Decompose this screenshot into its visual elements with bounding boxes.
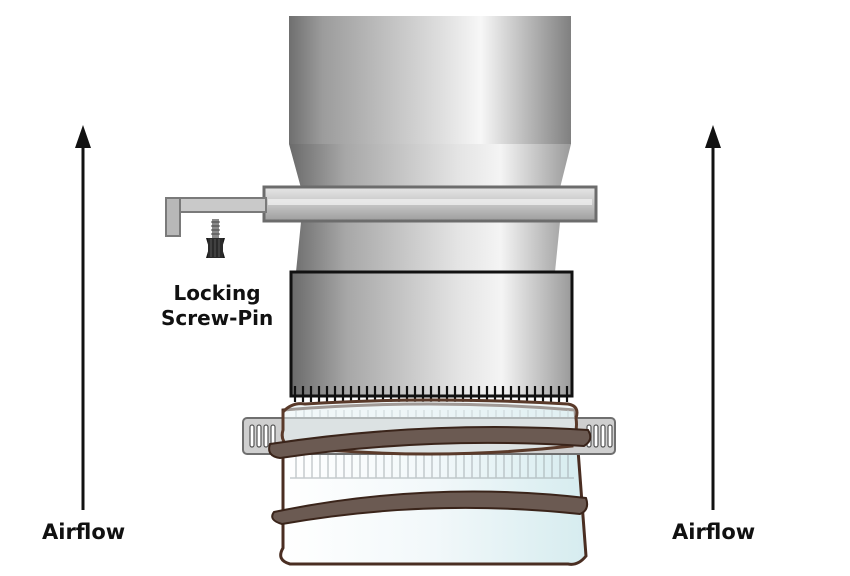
up-arrow-icon: [75, 125, 91, 148]
up-arrow-icon: [705, 125, 721, 148]
lower-collar: [289, 270, 574, 398]
airflow-arrow-left: [75, 125, 91, 510]
locking-arm: [165, 197, 267, 237]
locking-screw-pin-label-line2: Screw-Pin: [161, 306, 274, 330]
upper-duct-pipe: [289, 16, 571, 144]
airflow-arrow-right: [705, 125, 721, 510]
hose-rib-upper: [268, 398, 592, 460]
locking-screw-pin-label-line1: Locking: [173, 281, 261, 305]
airflow-label-right: Airflow: [672, 520, 756, 544]
locking-screw-pin-label: Locking Screw-Pin: [161, 281, 273, 331]
airflow-label-left: Airflow: [42, 520, 126, 544]
flange-plate: [262, 185, 598, 223]
thumb-screw-icon: [206, 219, 225, 258]
